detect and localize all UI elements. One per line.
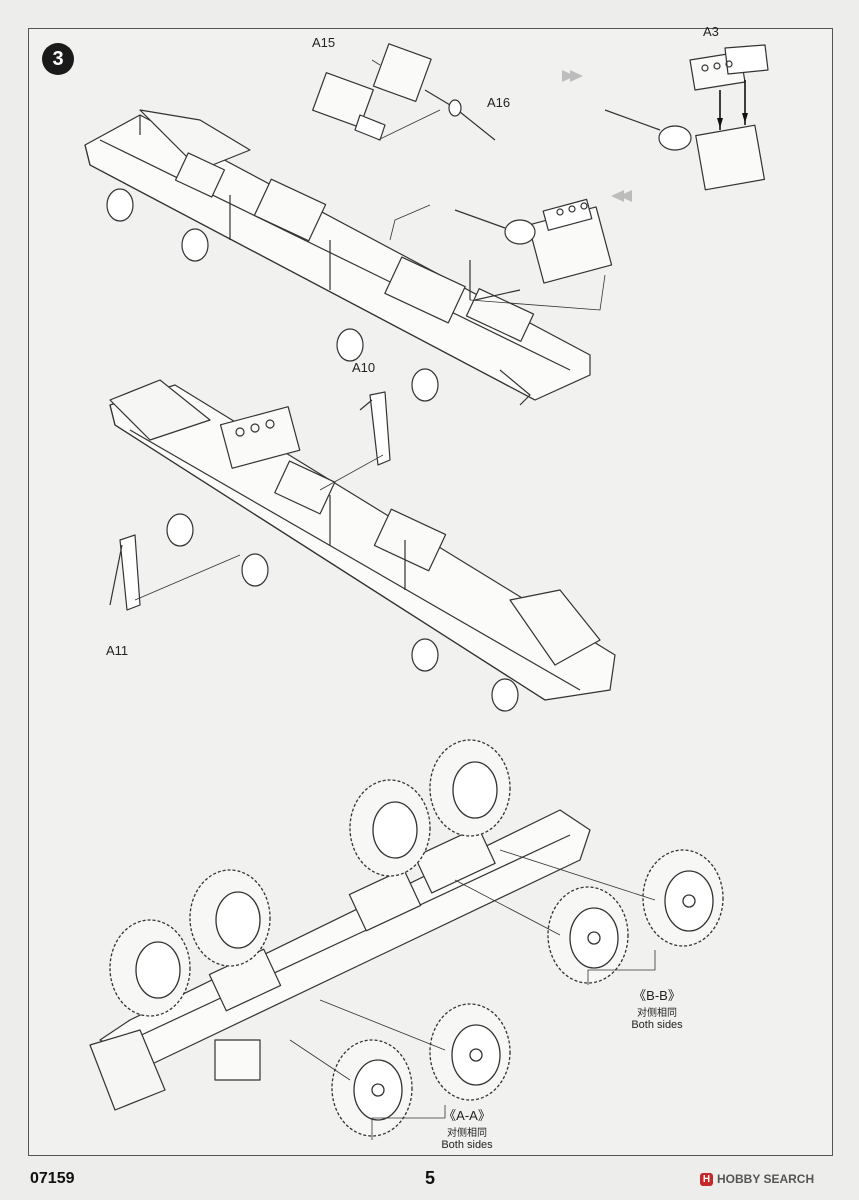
brand-text: HOBBY SEARCH (717, 1172, 815, 1186)
part-label-a16: A16 (487, 95, 511, 110)
direction-arrows (562, 70, 748, 202)
middle-chassis-drawing (110, 380, 615, 711)
callout-bb-cn: 对侧相同 (637, 1008, 677, 1019)
part-a3-drawing (605, 45, 768, 190)
upper-chassis-drawing (85, 110, 590, 405)
part-a15-drawing (313, 44, 495, 140)
part-label-a15: A15 (312, 35, 336, 50)
brand-watermark: H HOBBY SEARCH (700, 1172, 814, 1186)
callout-aa-en: Both sides (441, 1139, 493, 1151)
callout-aa-label: 《A-A》 (443, 1108, 491, 1123)
callout-bb-label: 《B-B》 (633, 988, 681, 1003)
callout-bb: 《B-B》 对侧相同 Both sides (612, 985, 702, 1031)
part-label-a3: A3 (703, 24, 719, 39)
hobbysearch-logo-icon: H (700, 1172, 713, 1186)
callout-aa-cn: 对侧相同 (447, 1128, 487, 1139)
step-number-badge: 3 (42, 43, 74, 75)
callout-bb-en: Both sides (631, 1019, 683, 1031)
engine-assembly-drawing (390, 199, 612, 310)
product-code: 07159 (30, 1170, 75, 1187)
wheel-group (110, 740, 723, 1136)
part-label-a10: A10 (352, 360, 376, 375)
leader-lines (290, 850, 655, 1140)
callout-aa: 《A-A》 对侧相同 Both sides (422, 1105, 512, 1151)
part-label-a11: A11 (106, 643, 129, 658)
page-number: 5 (425, 1168, 436, 1188)
wheeled-chassis-drawing (90, 810, 590, 1110)
